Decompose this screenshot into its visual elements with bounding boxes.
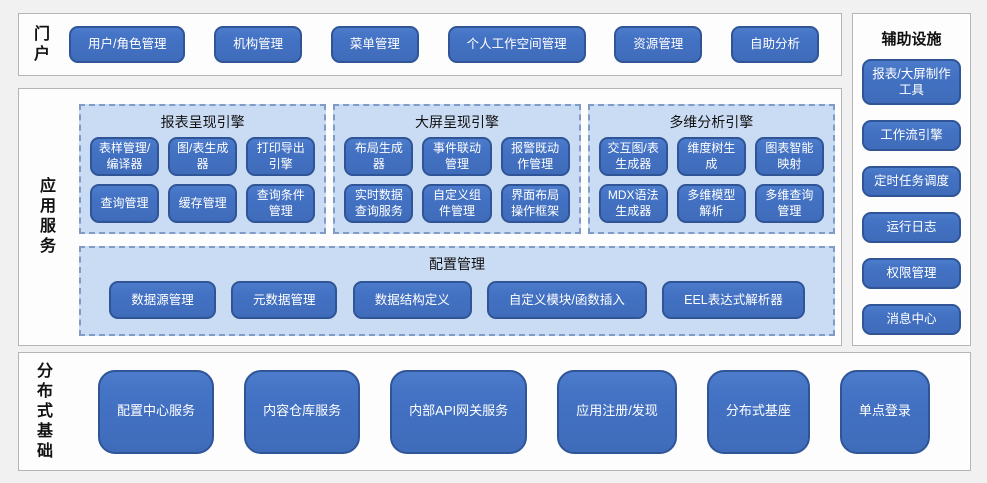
portal-block-org: 机构管理	[214, 26, 303, 63]
block-metadata-management: 元数据管理	[230, 281, 338, 320]
portal-section: 门户 用户/角色管理 机构管理 菜单管理 个人工作空间管理 资源管理 自助分析	[18, 13, 842, 76]
portal-block-user-role: 用户/角色管理	[69, 26, 186, 63]
panel-olap-engine: 多维分析引擎 交互图/表生成器 维度树生成 图表智能映射 MDX语法生成器 多维…	[587, 104, 835, 235]
block-mdx-syntax-generator: MDX语法生成器	[598, 184, 668, 224]
panel-dashboard-engine-grid: 布局生成器 事件联动管理 报警既动作管理 实时数据查询服务 自定义组件管理 界面…	[344, 137, 570, 224]
panel-report-engine-title: 报表呈现引擎	[160, 114, 245, 130]
panel-report-engine: 报表呈现引擎 表样管理/编译器 图/表生成器 打印导出引擎 查询管理 缓存管理 …	[79, 104, 327, 235]
auxiliary-section: 辅助设施 报表/大屏制作工具 工作流引擎 定时任务调度 运行日志 权限管理 消息…	[852, 13, 971, 346]
block-realtime-data-query: 实时数据查询服务	[344, 184, 414, 224]
panel-dashboard-engine: 大屏呈现引擎 布局生成器 事件联动管理 报警既动作管理 实时数据查询服务 自定义…	[333, 104, 581, 235]
block-multidim-model-parsing: 多维模型解析	[676, 184, 746, 224]
block-data-structure-definition: 数据结构定义	[352, 281, 472, 320]
block-dimension-tree-generation: 维度树生成	[676, 137, 746, 177]
block-internal-api-gateway: 内部API网关服务	[390, 369, 528, 454]
block-custom-module-function: 自定义模块/函数插入	[486, 281, 647, 320]
block-eel-expression-parser: EEL表达式解析器	[662, 281, 805, 320]
block-style-compiler: 表样管理/编译器	[90, 137, 160, 177]
app-services-content: 报表呈现引擎 表样管理/编译器 图/表生成器 打印导出引擎 查询管理 缓存管理 …	[77, 89, 841, 345]
panel-dashboard-engine-title: 大屏呈现引擎	[414, 114, 499, 130]
block-ui-layout-framework: 界面布局操作框架	[500, 184, 570, 224]
block-app-register-discovery: 应用注册/发现	[557, 369, 677, 454]
block-event-linkage-management: 事件联动管理	[422, 137, 492, 177]
block-query-condition-management: 查询条件管理	[246, 184, 316, 224]
block-chart-table-generator: 图/表生成器	[168, 137, 238, 177]
auxiliary-list: 报表/大屏制作工具 工作流引擎 定时任务调度 运行日志 权限管理 消息中心	[862, 59, 961, 335]
auxiliary-title: 辅助设施	[881, 31, 942, 48]
app-services-label-col: 应用服务	[19, 89, 77, 345]
distributed-base-label: 分布式基础	[36, 362, 53, 460]
block-custom-component-management: 自定义组件管理	[422, 184, 492, 224]
block-report-dashboard-maker: 报表/大屏制作工具	[862, 59, 961, 105]
engines-row: 报表呈现引擎 表样管理/编译器 图/表生成器 打印导出引擎 查询管理 缓存管理 …	[79, 104, 835, 235]
panel-olap-engine-title: 多维分析引擎	[669, 114, 754, 130]
block-query-management: 查询管理	[90, 184, 160, 224]
distributed-base-section: 分布式基础 配置中心服务 内容仓库服务 内部API网关服务 应用注册/发现 分布…	[18, 352, 971, 471]
app-services-label: 应用服务	[39, 178, 56, 255]
block-message-center: 消息中心	[862, 304, 961, 335]
block-layout-generator: 布局生成器	[344, 137, 414, 177]
block-datasource-management: 数据源管理	[109, 281, 216, 320]
panel-olap-engine-grid: 交互图/表生成器 维度树生成 图表智能映射 MDX语法生成器 多维模型解析 多维…	[598, 137, 824, 224]
block-alarm-action-management: 报警既动作管理	[500, 137, 570, 177]
block-workflow-engine: 工作流引擎	[862, 120, 961, 151]
block-scheduled-task: 定时任务调度	[862, 166, 961, 197]
portal-label: 门户	[33, 25, 50, 63]
panel-config-management: 配置管理 数据源管理 元数据管理 数据结构定义 自定义模块/函数插入 EEL表达…	[79, 246, 835, 337]
block-distributed-pedestal: 分布式基座	[706, 369, 810, 454]
app-services-section: 应用服务 报表呈现引擎 表样管理/编译器 图/表生成器 打印导出引擎 查询管理 …	[18, 88, 842, 346]
block-single-sign-on: 单点登录	[839, 369, 930, 454]
panel-config-management-title: 配置管理	[429, 256, 485, 273]
block-content-repository-service: 内容仓库服务	[244, 369, 361, 454]
block-interactive-chart-generator: 交互图/表生成器	[598, 137, 668, 177]
block-run-log: 运行日志	[862, 212, 961, 243]
block-multidim-query-management: 多维查询管理	[754, 184, 824, 224]
block-chart-smart-mapping: 图表智能映射	[754, 137, 824, 177]
portal-block-resource: 资源管理	[614, 26, 703, 63]
panel-config-management-row: 数据源管理 元数据管理 数据结构定义 自定义模块/函数插入 EEL表达式解析器	[90, 279, 824, 325]
portal-row: 用户/角色管理 机构管理 菜单管理 个人工作空间管理 资源管理 自助分析	[51, 26, 841, 63]
block-cache-management: 缓存管理	[168, 184, 238, 224]
block-print-export-engine: 打印导出引擎	[246, 137, 316, 177]
portal-block-menu: 菜单管理	[330, 26, 419, 63]
distributed-base-row: 配置中心服务 内容仓库服务 内部API网关服务 应用注册/发现 分布式基座 单点…	[54, 369, 970, 454]
portal-block-workspace: 个人工作空间管理	[447, 26, 586, 63]
portal-block-selfservice: 自助分析	[730, 26, 819, 63]
block-permission-management: 权限管理	[862, 258, 961, 289]
block-config-center-service: 配置中心服务	[98, 369, 215, 454]
panel-report-engine-grid: 表样管理/编译器 图/表生成器 打印导出引擎 查询管理 缓存管理 查询条件管理	[90, 137, 316, 224]
